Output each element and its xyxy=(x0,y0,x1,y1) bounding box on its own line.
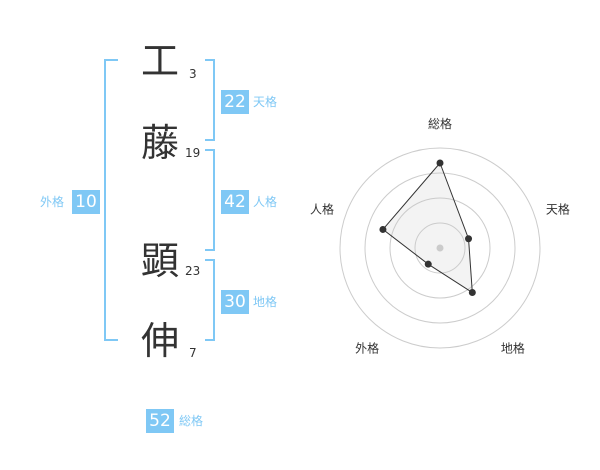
radar-center-dot xyxy=(436,244,444,252)
radar-point-2 xyxy=(465,235,473,243)
name-char-2: 藤 xyxy=(140,121,179,165)
soukaku-label: 総格 xyxy=(179,414,204,428)
chikaku-value-badge: 30 xyxy=(221,290,249,314)
name-char-1: 工 xyxy=(140,39,179,83)
radar-point-3 xyxy=(468,288,476,296)
chikaku-bracket xyxy=(205,259,215,341)
chikaku-label: 地格 xyxy=(253,295,278,309)
radar-ring-4 xyxy=(339,147,541,349)
name-char-4: 伸 xyxy=(140,319,179,363)
radar-point-4 xyxy=(424,260,432,268)
jinkaku-bracket xyxy=(205,149,215,251)
radar-point-1 xyxy=(436,159,444,167)
stroke-count-3: 23 xyxy=(185,264,201,278)
stroke-count-4: 7 xyxy=(189,346,197,360)
radar-axis-label-3: 地格 xyxy=(501,340,525,355)
jinkaku-label: 人格 xyxy=(253,195,278,209)
tenkaku-bracket xyxy=(205,59,215,141)
name-char-3: 顕 xyxy=(140,239,179,283)
gaikaku-label: 外格 xyxy=(40,195,65,209)
jinkaku-value-badge: 42 xyxy=(221,190,249,214)
gaikaku-value-badge: 10 xyxy=(72,190,100,214)
radar-axis-label-4: 外格 xyxy=(355,340,379,355)
tenkaku-label: 天格 xyxy=(253,95,278,109)
radar-ring-3 xyxy=(364,172,516,324)
gaikaku-bracket xyxy=(104,59,118,341)
radar-ring-2 xyxy=(389,197,491,299)
radar-axis-label-5: 人格 xyxy=(310,202,334,217)
stroke-count-2: 19 xyxy=(185,146,201,160)
tenkaku-value-badge: 22 xyxy=(221,90,249,114)
radar-axis-label-2: 天格 xyxy=(546,202,570,217)
soukaku-value-badge: 52 xyxy=(146,409,174,433)
radar-ring-1 xyxy=(414,222,466,274)
radar-axis-label-1: 総格 xyxy=(428,116,452,131)
radar-point-5 xyxy=(379,225,387,233)
stroke-count-1: 3 xyxy=(189,67,197,81)
radar-series-polygon xyxy=(382,162,473,294)
